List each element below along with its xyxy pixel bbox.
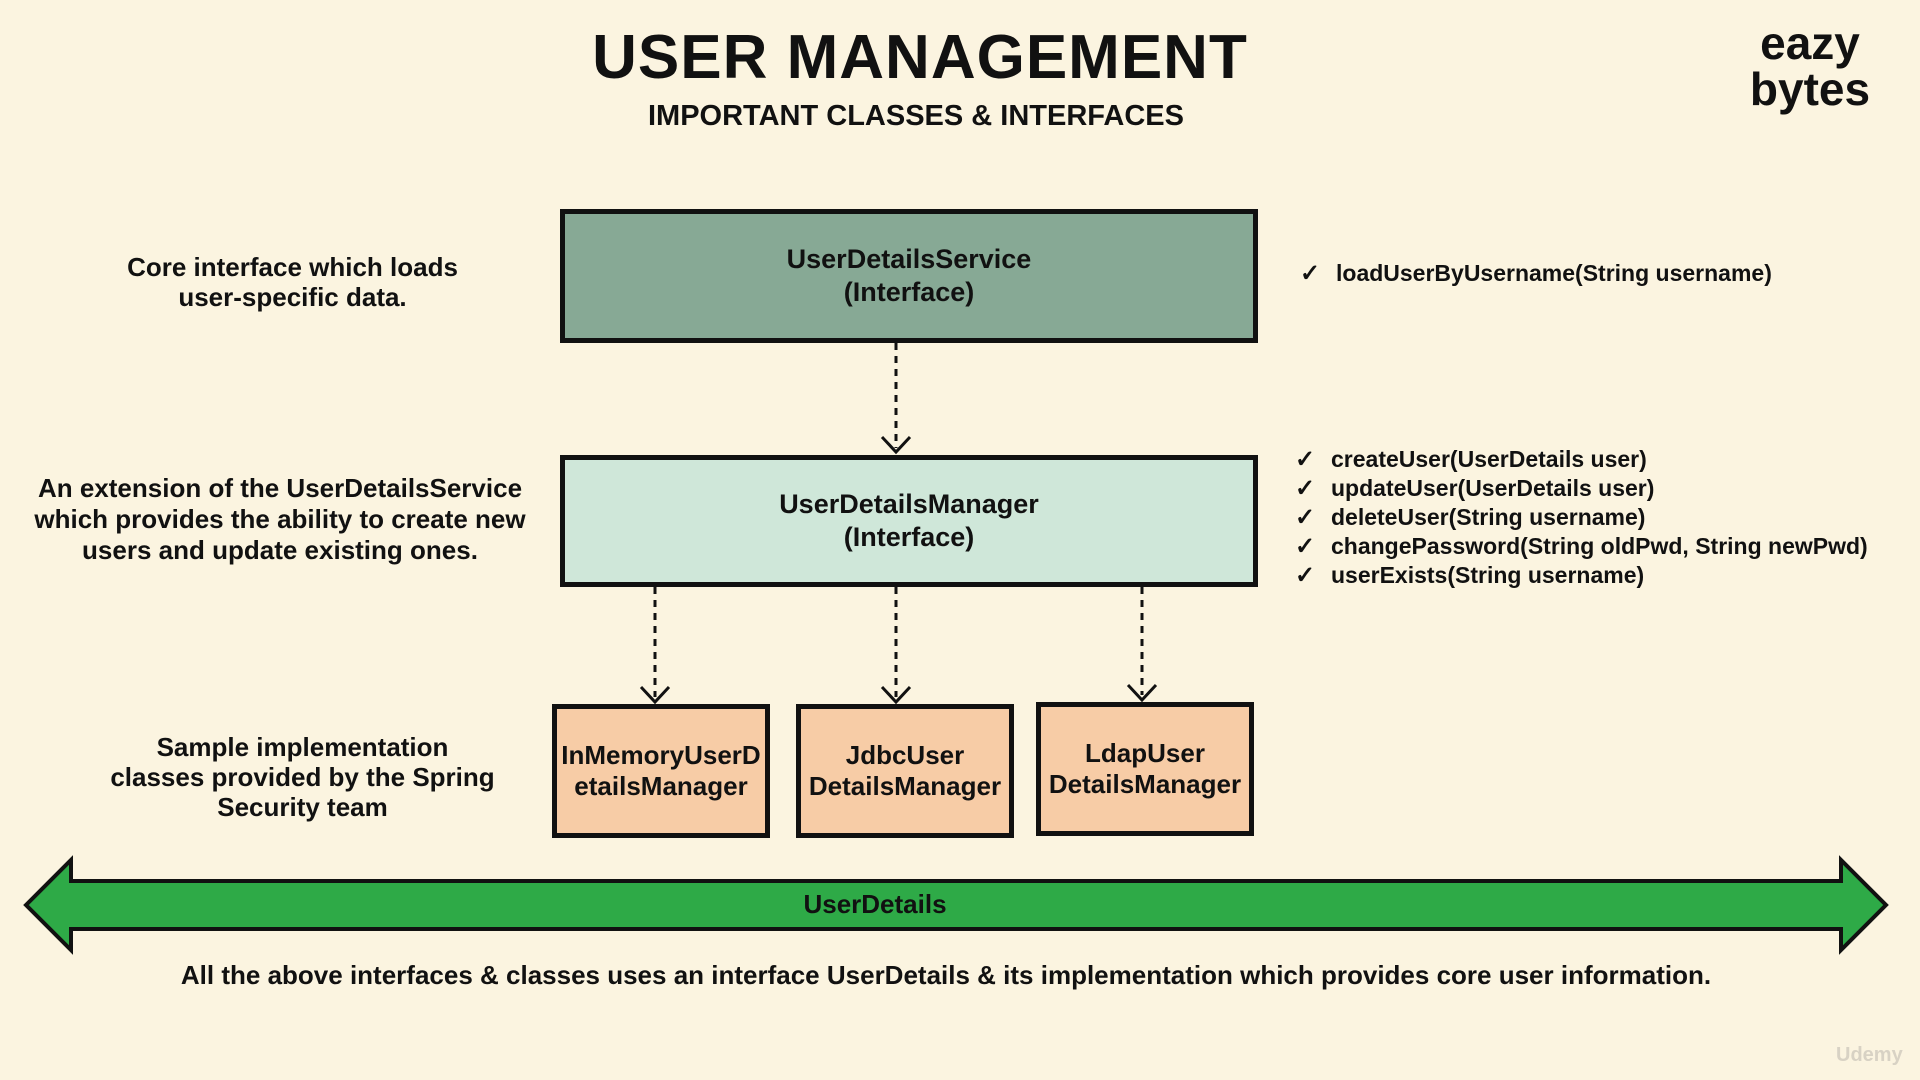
checkmark-icon: ✓ (1295, 562, 1316, 589)
jdbcuserdetailsmanager-box: JdbcUser DetailsManager (796, 704, 1014, 838)
method-label: deleteUser(String username) (1331, 504, 1646, 530)
manager-methods-list: ✓ createUser(UserDetails user) ✓ updateU… (1295, 445, 1868, 590)
method-label: loadUserByUsername(String username) (1336, 260, 1772, 286)
service-description-line-2: user-specific data. (178, 282, 407, 312)
logo-line-1: eazy (1760, 17, 1860, 69)
method-item: ✓ userExists(String username) (1295, 561, 1868, 590)
page-subtitle: IMPORTANT CLASSES & INTERFACES (648, 100, 1184, 132)
inmemoryuserdetailsmanager-box: InMemoryUserD etailsManager (552, 704, 770, 838)
jdbc-line-1: JdbcUser (845, 740, 965, 770)
manager-description-line-3: users and update existing ones. (82, 535, 478, 565)
userdetails-banner-arrow (23, 855, 1889, 955)
implementations-description-line-2: classes provided by the Spring (110, 762, 495, 792)
logo-line-2: bytes (1749, 63, 1871, 115)
checkmark-icon: ✓ (1295, 475, 1316, 502)
method-label: changePassword(String oldPwd, String new… (1331, 533, 1868, 559)
method-item: ✓ loadUserByUsername(String username) (1300, 259, 1772, 288)
ldapuserdetailsmanager-box: LdapUser DetailsManager (1036, 702, 1254, 836)
ldap-line-1: LdapUser (1085, 738, 1205, 768)
udemy-watermark: Udemy (1836, 1044, 1903, 1066)
method-item: ✓ changePassword(String oldPwd, String n… (1295, 532, 1868, 561)
manager-to-jdbc-arrowhead (880, 685, 912, 705)
checkmark-icon: ✓ (1300, 260, 1321, 287)
method-item: ✓ createUser(UserDetails user) (1295, 445, 1868, 474)
userdetailsmanager-kind: (Interface) (843, 522, 975, 552)
eazybytes-logo: eazy bytes (1740, 20, 1880, 112)
checkmark-icon: ✓ (1295, 533, 1316, 560)
method-label: createUser(UserDetails user) (1331, 446, 1647, 472)
userdetailsmanager-box: UserDetailsManager (Interface) (560, 455, 1258, 587)
method-label: updateUser(UserDetails user) (1331, 475, 1655, 501)
jdbc-line-2: DetailsManager (808, 771, 1002, 801)
service-methods-list: ✓ loadUserByUsername(String username) (1300, 259, 1772, 288)
inmemory-line-2: etailsManager (574, 771, 748, 801)
ldap-line-2: DetailsManager (1048, 769, 1242, 799)
method-item: ✓ updateUser(UserDetails user) (1295, 474, 1868, 503)
page-title: USER MANAGEMENT (592, 23, 1248, 92)
manager-to-inmemory-arrowhead (639, 685, 671, 705)
manager-description-line-1: An extension of the UserDetailsService (37, 473, 523, 503)
inmemory-line-1: InMemoryUserD (561, 740, 761, 770)
userdetailsservice-name: UserDetailsService (786, 244, 1032, 274)
userdetailsmanager-name: UserDetailsManager (779, 489, 1039, 519)
userdetails-banner-label: UserDetails (803, 889, 947, 919)
checkmark-icon: ✓ (1295, 504, 1316, 531)
manager-to-ldap-arrowhead (1126, 683, 1158, 703)
footer-caption: All the above interfaces & classes uses … (180, 960, 1712, 990)
manager-description-line-2: which provides the ability to create new (34, 504, 526, 534)
implementations-description: Sample implementation classes provided b… (100, 732, 505, 822)
method-item: ✓ deleteUser(String username) (1295, 503, 1868, 532)
implementations-description-line-3: Security team (217, 792, 388, 822)
userdetailsservice-kind: (Interface) (843, 277, 975, 307)
userdetailsservice-box: UserDetailsService (Interface) (560, 209, 1258, 343)
service-description-line-1: Core interface which loads (127, 252, 458, 282)
method-label: userExists(String username) (1331, 562, 1645, 588)
service-description: Core interface which loads user-specific… (100, 252, 485, 312)
checkmark-icon: ✓ (1295, 446, 1316, 473)
implementations-description-line-1: Sample implementation (156, 732, 449, 762)
manager-description: An extension of the UserDetailsService w… (20, 473, 540, 566)
service-to-manager-arrowhead (880, 435, 912, 455)
